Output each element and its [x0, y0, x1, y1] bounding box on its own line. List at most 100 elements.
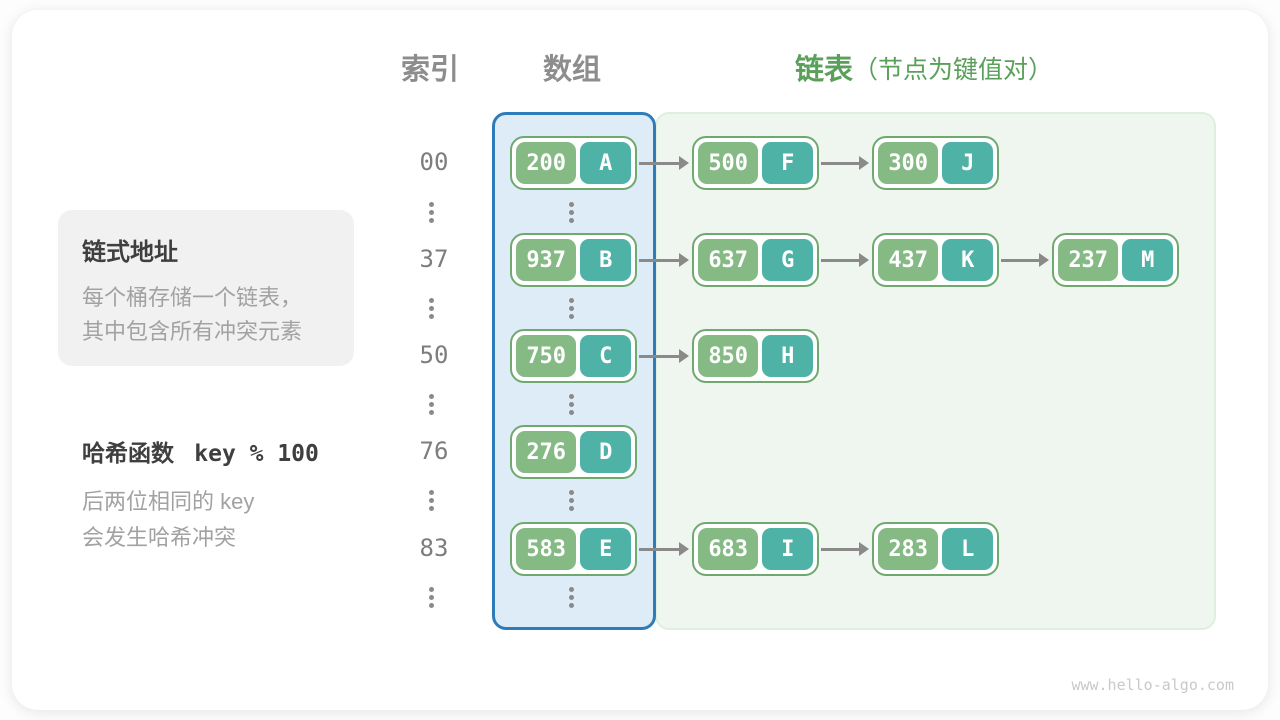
ellipsis-dot [569, 410, 574, 415]
list-header-label: 链表 [795, 54, 854, 86]
node-value: A [580, 142, 631, 184]
node-key: 850 [698, 335, 759, 377]
ellipsis-dot [569, 306, 574, 311]
ellipsis-dot [569, 218, 574, 223]
node-key: 750 [516, 335, 577, 377]
next-pointer-arrow [639, 156, 689, 170]
index-ellipsis [429, 202, 434, 223]
ellipsis-dot [429, 218, 434, 223]
node-value: B [580, 239, 631, 281]
array-ellipsis [569, 587, 574, 608]
watermark-url: www.hello-algo.com [1071, 676, 1234, 694]
next-pointer-arrow [821, 156, 869, 170]
node-key: 500 [698, 142, 759, 184]
node-value: L [942, 528, 993, 570]
ellipsis-dot [429, 587, 434, 592]
bucket-index-label: 83 [419, 534, 449, 562]
next-pointer-arrow [821, 253, 869, 267]
index-ellipsis [429, 298, 434, 319]
ellipsis-dot [429, 210, 434, 215]
bucket-index-label: 76 [419, 437, 449, 465]
ellipsis-dot [569, 202, 574, 207]
ellipsis-dot [569, 603, 574, 608]
node-value: H [762, 335, 813, 377]
node-value: C [580, 335, 631, 377]
ellipsis-dot [429, 394, 434, 399]
node-key: 937 [516, 239, 577, 281]
node-key: 276 [516, 431, 577, 473]
ellipsis-dot [569, 498, 574, 503]
node-value: F [762, 142, 813, 184]
chaining-note-box: 链式地址 每个桶存储一个链表， 其中包含所有冲突元素 [58, 210, 354, 366]
node-key: 637 [698, 239, 759, 281]
node-key: 300 [878, 142, 939, 184]
ellipsis-dot [429, 595, 434, 600]
ellipsis-dot [569, 314, 574, 319]
node-value: K [942, 239, 993, 281]
node-value: M [1122, 239, 1173, 281]
bucket-index-label: 00 [419, 148, 449, 176]
node-value: I [762, 528, 813, 570]
next-pointer-arrow [639, 542, 689, 556]
ellipsis-dot [569, 587, 574, 592]
node-key: 200 [516, 142, 577, 184]
ellipsis-dot [429, 314, 434, 319]
index-ellipsis [429, 394, 434, 415]
ellipsis-dot [569, 298, 574, 303]
array-ellipsis [569, 202, 574, 223]
chaining-note-title: 链式地址 [82, 239, 178, 266]
ellipsis-dot [569, 506, 574, 511]
ellipsis-dot [429, 298, 434, 303]
list-column-header: 链表 （节点为键值对） [795, 53, 1053, 87]
ellipsis-dot [569, 490, 574, 495]
ellipsis-dot [429, 410, 434, 415]
ellipsis-dot [569, 595, 574, 600]
next-pointer-arrow [639, 253, 689, 267]
node-key: 437 [878, 239, 939, 281]
hash-note-line2: 会发生哈希冲突 [82, 525, 237, 550]
index-column-header: 索引 [400, 54, 459, 86]
chaining-note-line2: 其中包含所有冲突元素 [82, 319, 303, 344]
node-key: 583 [516, 528, 577, 570]
ellipsis-dot [429, 490, 434, 495]
node-value: D [580, 431, 631, 473]
node-key: 683 [698, 528, 759, 570]
array-ellipsis [569, 394, 574, 415]
bucket-index-label: 50 [419, 341, 449, 369]
ellipsis-dot [569, 210, 574, 215]
array-ellipsis [569, 298, 574, 319]
next-pointer-arrow [821, 542, 869, 556]
node-key: 283 [878, 528, 939, 570]
ellipsis-dot [429, 202, 434, 207]
node-value: J [942, 142, 993, 184]
ellipsis-dot [429, 402, 434, 407]
next-pointer-arrow [639, 349, 689, 363]
ellipsis-dot [429, 306, 434, 311]
next-pointer-arrow [1001, 253, 1049, 267]
ellipsis-dot [569, 402, 574, 407]
array-column-header: 数组 [542, 54, 601, 86]
chaining-note-line1: 每个桶存储一个链表， [82, 285, 303, 310]
node-key: 237 [1058, 239, 1119, 281]
bucket-index-label: 37 [419, 245, 449, 273]
list-header-note: （节点为键值对） [853, 56, 1054, 84]
hash-function-note: 哈希函数 key % 100 后两位相同的 key 会发生哈希冲突 [82, 434, 382, 556]
ellipsis-dot [429, 506, 434, 511]
hash-function-formula [180, 441, 194, 467]
hash-function-label: 哈希函数 [82, 440, 174, 466]
hash-function-title: 哈希函数 key % 100 [82, 440, 319, 467]
